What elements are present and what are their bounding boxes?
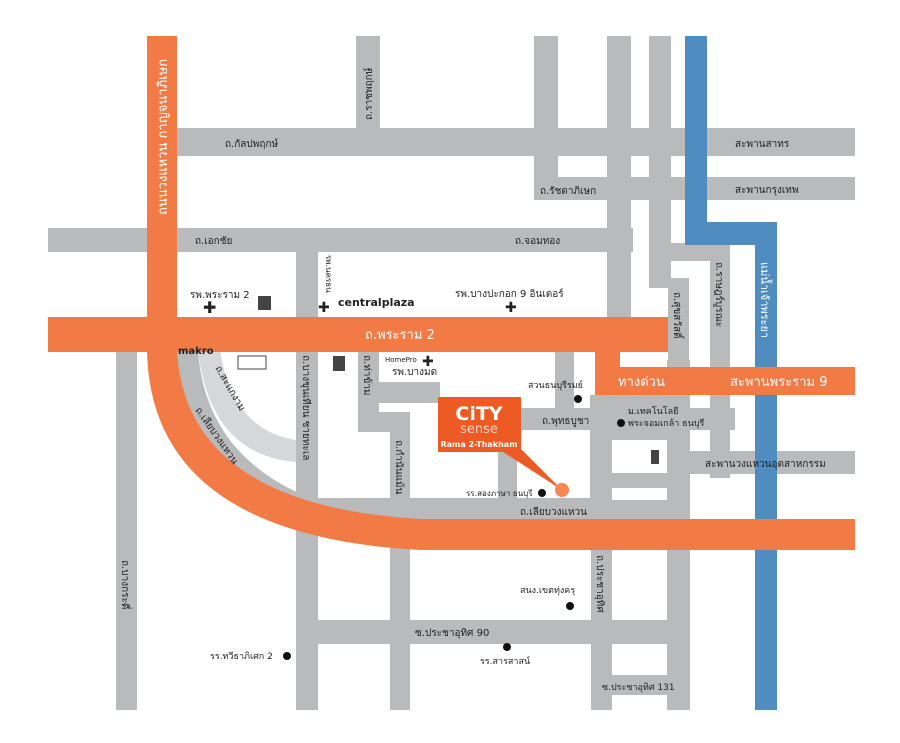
label-krungthep-bridge: สะพานกรุงเทพ xyxy=(735,185,798,196)
place-rama2-hospital: รพ.พระราม 2 xyxy=(190,290,250,301)
label-thakham: ถ.ท่าข้าม xyxy=(361,355,373,395)
label-soi90: ซ.ประชาอุทิศ 90 xyxy=(415,628,489,639)
label-prachauthit: ถ.ประชาอุทิศ xyxy=(594,555,605,613)
label-kamnan-maen: ถ.กำนันแม้น xyxy=(393,440,405,495)
place-central-plaza: centralplaza xyxy=(338,296,415,309)
road-soi90 xyxy=(296,620,690,644)
hospital-cross-icon: ✚ xyxy=(505,300,517,316)
label-ekkachai: ถ.เอกชัย xyxy=(195,236,232,247)
place-thawee-school: รร.ทวีธาภิเศก 2 xyxy=(210,651,273,662)
road-liap-wongwaen xyxy=(176,350,600,520)
road-v-park xyxy=(555,350,574,410)
places-layer: รพ.พระราม 2 ✚ รพ.นครธน ✚ centralplaza รพ… xyxy=(178,255,705,667)
label-rama9-bridge: สะพานพระราม 9 xyxy=(730,375,827,390)
project-brand-bottom: sense xyxy=(460,422,498,437)
place-bangmod-hospital: รพ.บางมด xyxy=(392,367,437,378)
hospital-cross-icon: ✚ xyxy=(318,300,330,316)
place-makro: makro xyxy=(178,346,214,357)
label-kanlapaphruek: ถ.กัลปพฤกษ์ xyxy=(225,138,278,150)
poi-dot xyxy=(617,419,625,427)
poi-dot xyxy=(283,652,291,660)
block-gap xyxy=(612,488,667,500)
poi-dot xyxy=(574,395,582,403)
place-homepro: HomePro xyxy=(385,356,417,364)
road-ekkachai xyxy=(48,228,633,252)
label-bangkradi: ถ.บางกระดี่ xyxy=(119,560,133,609)
road-v2 xyxy=(649,36,671,288)
road-v1 xyxy=(607,36,631,320)
place-kmutt-2: พระจอมเกล้า ธนบุรี xyxy=(628,418,705,429)
building-icon xyxy=(333,356,345,371)
project-subtitle: Rama 2-Thakham xyxy=(440,440,517,449)
label-bangkhunthian: ถ.บางขุนเทียน ชายทะเล xyxy=(300,355,312,460)
label-ratburana: ถ.ราษฎร์บูรณะ xyxy=(713,262,725,327)
hospital-cross-icon: ✚ xyxy=(422,354,434,370)
project-marker[interactable]: CiTY sense Rama 2-Thakham xyxy=(438,397,569,497)
store-icon xyxy=(237,355,267,370)
marker-pointer xyxy=(500,450,562,490)
project-logo-box xyxy=(438,397,521,452)
building-icon xyxy=(258,296,271,310)
road-suksawat xyxy=(668,278,689,368)
road-soi131-h xyxy=(611,675,667,695)
label-river: แม่น้ำเจ้าพระยา xyxy=(758,262,773,338)
label-liap-wongwaen: ถ.เลียบวงแหวน xyxy=(520,506,587,518)
road-kanlapaphruek xyxy=(176,128,855,156)
label-soi131: ซ.ประชาอุทิศ 131 xyxy=(602,682,675,693)
road-prachauthit xyxy=(591,500,612,710)
road-bangkhunthian xyxy=(296,252,318,710)
label-expressway: ทางด่วน xyxy=(618,375,665,390)
label-kanchanaphisek: ถนนวงแหวน กาญจนาภิเษก xyxy=(156,59,171,215)
road-ratchadaphisek-v xyxy=(534,36,558,200)
roads-layer xyxy=(48,36,855,710)
project-brand-top: CiTY xyxy=(455,403,502,425)
poi-dot xyxy=(503,643,511,651)
place-thonburirom-park: สวนธนบุรีรมย์ xyxy=(528,379,583,391)
highway-kanchanaphisek-curve xyxy=(147,350,855,550)
place-thungkhru-office: สนง.เขตทุ่งครุ xyxy=(520,586,575,596)
label-ratchadaphisek: ถ.รัชดาภิเษก xyxy=(540,186,596,197)
road-bangkradi xyxy=(116,350,137,710)
hospital-cross-icon: ✚ xyxy=(203,298,216,317)
monument-icon xyxy=(651,450,659,464)
label-rama2: ถ.พระราม 2 xyxy=(365,328,435,343)
road-sakae-ngam xyxy=(198,350,296,462)
highway-rama2 xyxy=(48,317,668,352)
label-industrial-ring-bridge: สะพานวงแหวนอุตสาหกรรม xyxy=(705,459,826,470)
poi-dot xyxy=(566,602,574,610)
road-thakham-h xyxy=(358,382,440,403)
expressway xyxy=(595,367,855,395)
label-ratchaphruek: ถ.ราชพฤกษ์ xyxy=(363,67,375,120)
highway-kanchanaphisek xyxy=(147,36,177,352)
label-chomthong: ถ.จอมทอง xyxy=(515,236,560,247)
label-sathorn-bridge: สะพานสาทร xyxy=(735,139,790,150)
place-school-bilingual: รร.สองภาษา ธนบุรี xyxy=(466,489,533,498)
place-nakornthon-hospital: รพ.นครธน xyxy=(324,255,333,293)
project-location-dot[interactable] xyxy=(555,483,569,497)
poi-dot xyxy=(538,489,546,497)
place-bangpakok-hospital: รพ.บางปะกอก 9 อินเตอร์ xyxy=(455,288,564,300)
place-sarasas-school: รร.สารสาสน์ xyxy=(480,655,530,667)
label-suksawat: ถ.สุขสวัสดิ์ xyxy=(671,292,685,340)
road-ratchaphruek xyxy=(356,36,380,130)
place-kmutt: ม.เทคโนโลยี xyxy=(628,406,678,417)
label-phutthabucha: ถ.พุทธบูชา xyxy=(542,416,589,427)
